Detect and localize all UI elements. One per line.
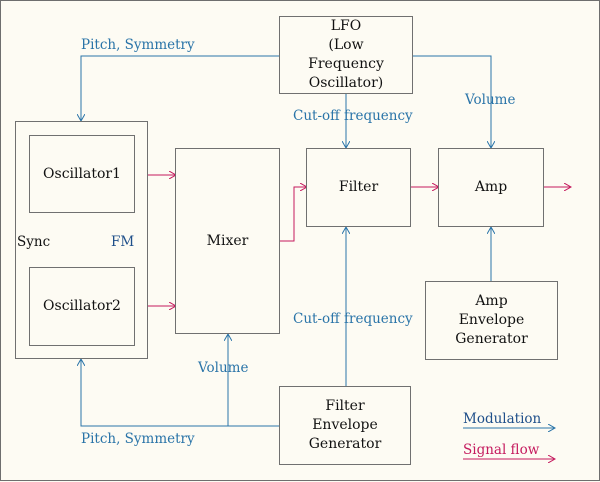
cutoff-frequency-top-label: Cut-off frequency [293, 108, 413, 124]
filter-envelope-generator-block: Filter Envelope Generator [279, 386, 411, 465]
pitch-symmetry-top-label: Pitch, Symmetry [81, 37, 195, 53]
cutoff-frequency-bottom-label: Cut-off frequency [293, 311, 413, 327]
amp-envelope-generator-block: Amp Envelope Generator [425, 281, 558, 360]
amp-block: Amp [438, 148, 544, 227]
oscillator1-block: Oscillator1 [29, 135, 135, 213]
lfo-to-amp-line [413, 55, 491, 148]
legend-signal-flow-label: Signal flow [463, 442, 540, 458]
volume-top-label: Volume [465, 92, 516, 108]
fm-label: FM [111, 234, 135, 250]
mixer-to-filter-line [280, 187, 307, 242]
volume-bottom-label: Volume [198, 360, 249, 376]
oscillator2-block: Oscillator2 [29, 267, 135, 346]
legend-modulation-label: Modulation [463, 411, 542, 427]
filter-env-to-oscillators-line [81, 359, 279, 427]
sync-label: Sync [17, 234, 51, 250]
mixer-block: Mixer [175, 148, 280, 334]
filter-block: Filter [306, 148, 411, 227]
lfo-to-oscillators-line [81, 55, 279, 121]
lfo-block: LFO (Low Frequency Oscillator) [279, 16, 413, 94]
pitch-symmetry-bottom-label: Pitch, Symmetry [81, 431, 195, 447]
